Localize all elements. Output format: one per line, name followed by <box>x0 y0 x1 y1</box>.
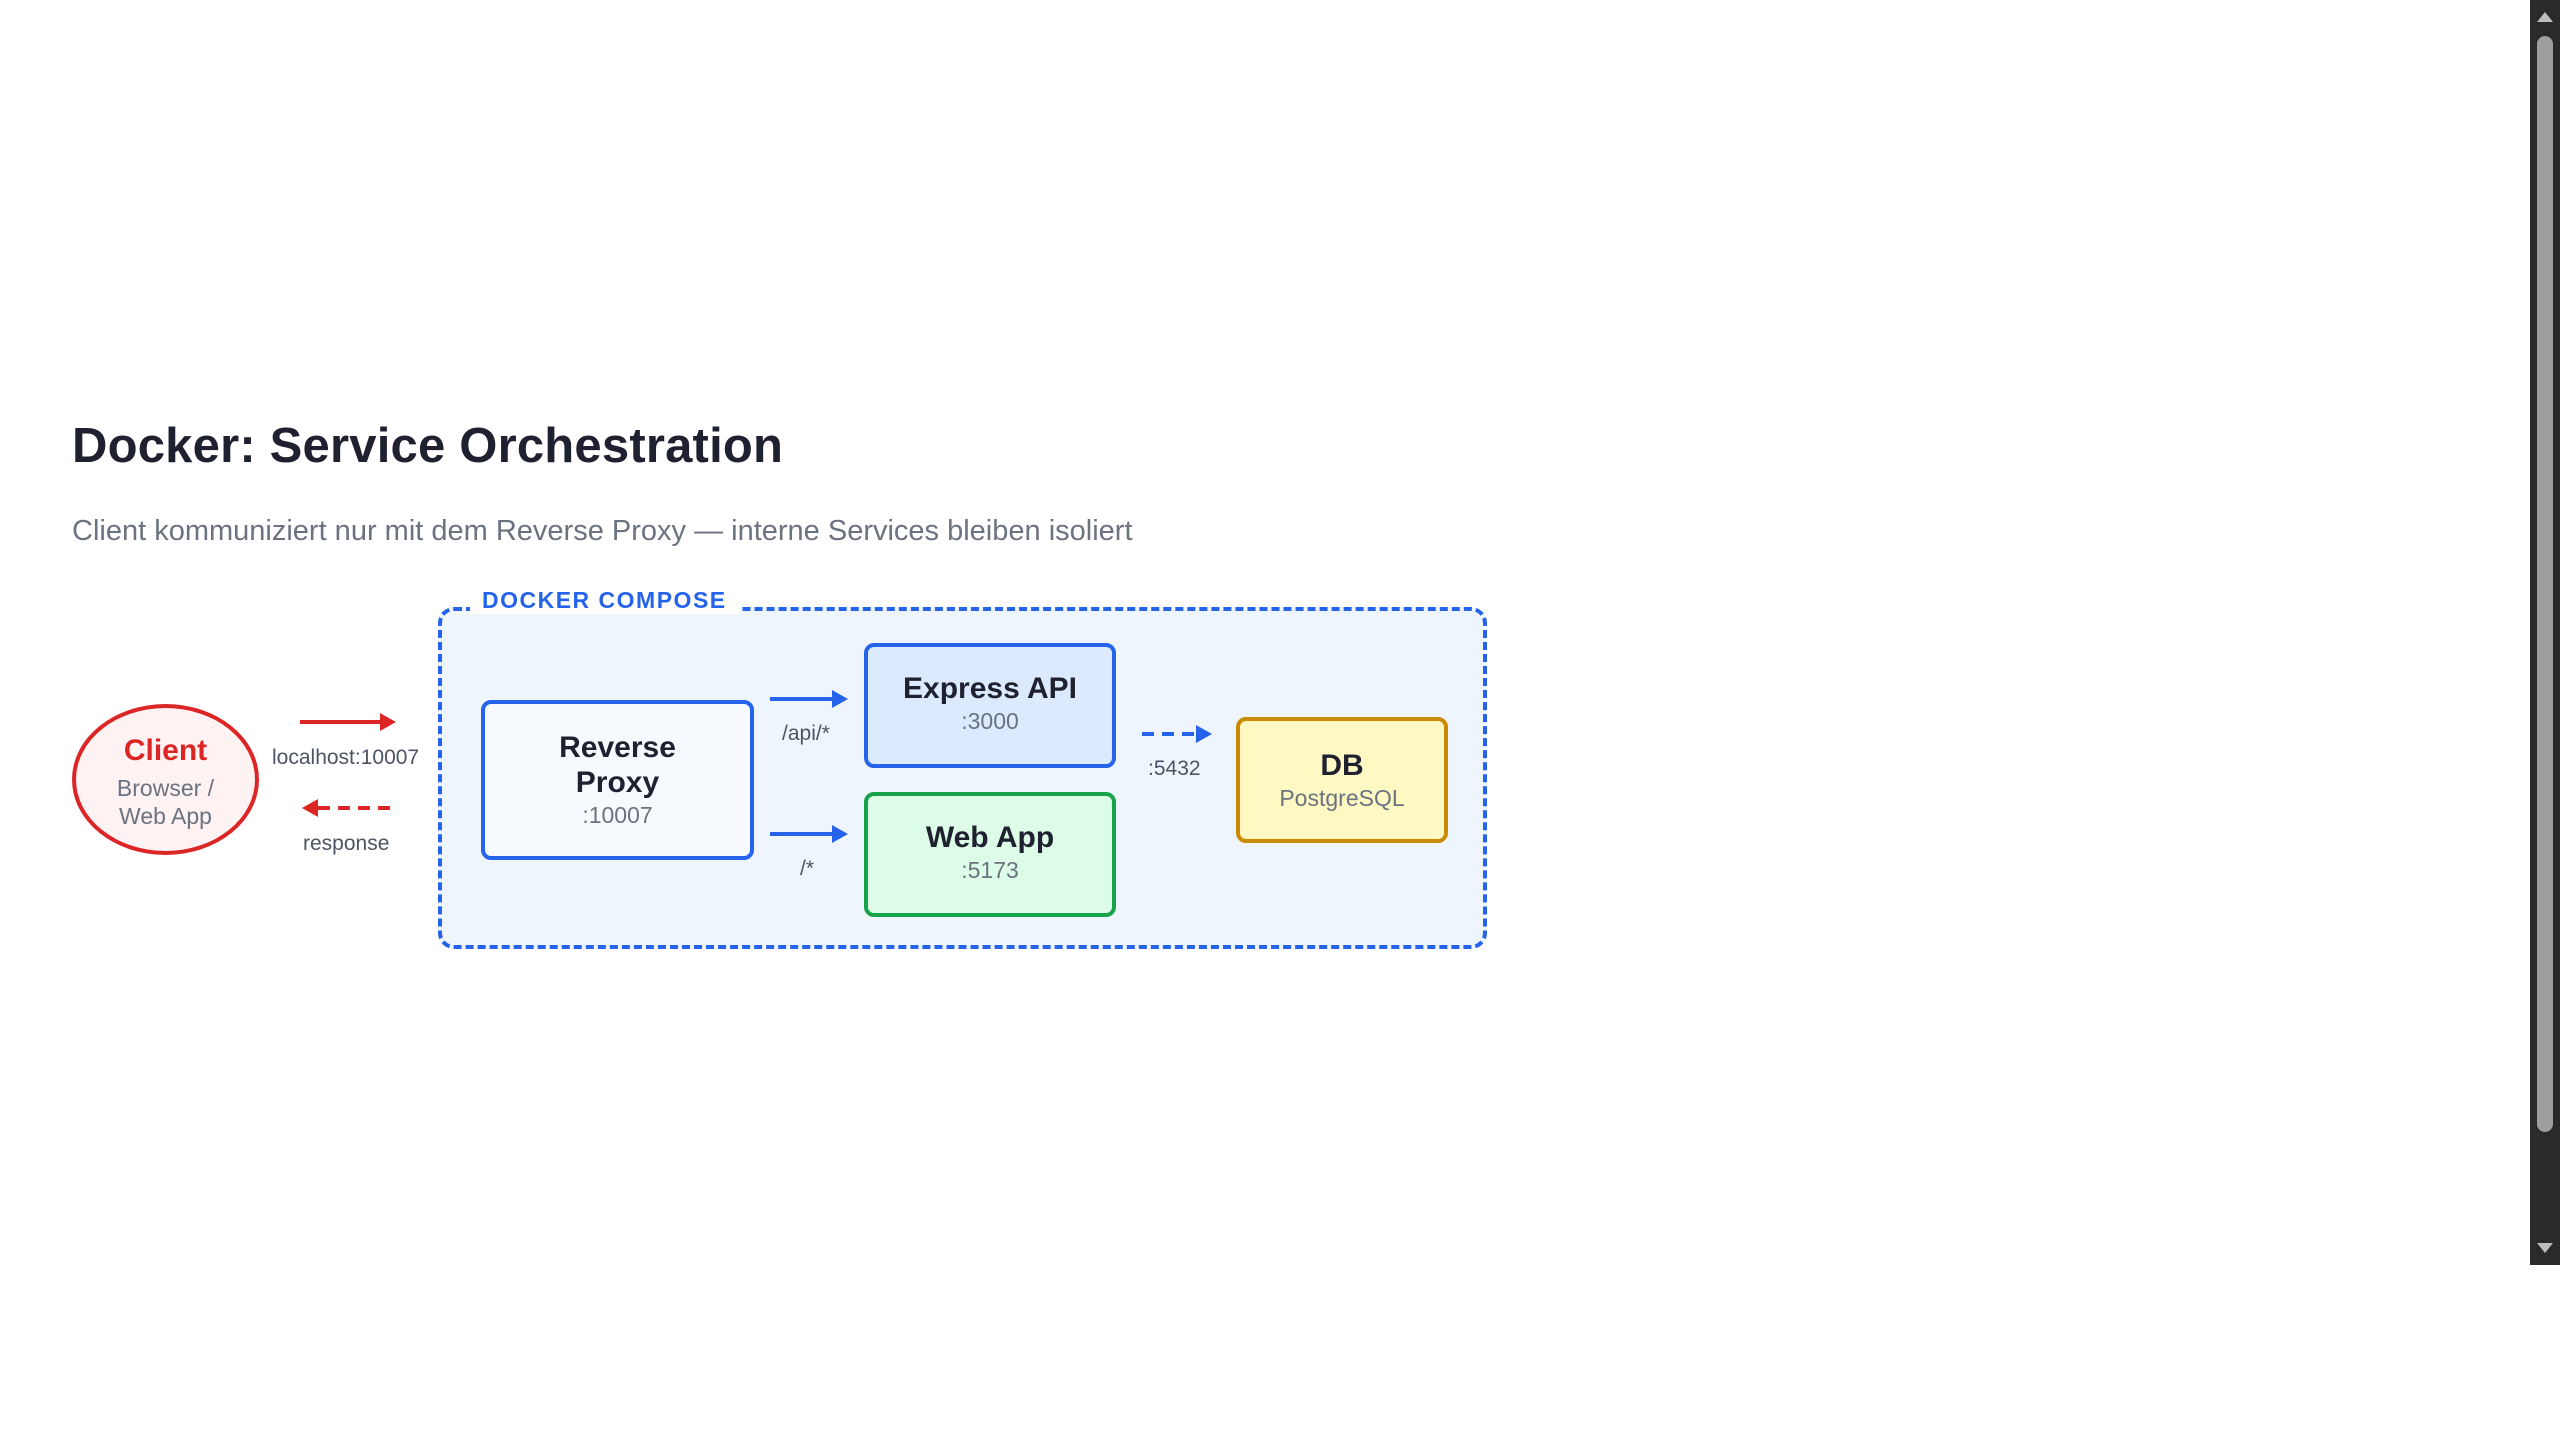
scrollbar-thumb[interactable] <box>2537 36 2553 1132</box>
web-app-node: Web App :5173 <box>864 792 1116 917</box>
page-title: Docker: Service Orchestration <box>72 419 784 473</box>
response-label: response <box>303 832 390 855</box>
web-route-label: /* <box>800 857 815 880</box>
reverse-proxy-title-line2: Proxy <box>575 766 660 799</box>
db-title: DB <box>1320 749 1364 782</box>
reverse-proxy-node: Reverse Proxy :10007 <box>481 700 754 860</box>
web-app-title: Web App <box>925 821 1055 854</box>
api-route-label: /api/* <box>782 722 830 745</box>
express-api-title: Express API <box>903 672 1077 705</box>
express-api-node: Express API :3000 <box>864 643 1116 768</box>
reverse-proxy-port: :10007 <box>582 802 653 828</box>
db-port-label: :5432 <box>1148 757 1201 780</box>
client-title: Client <box>123 734 208 767</box>
request-label: localhost:10007 <box>272 746 420 769</box>
request-arrow-head <box>380 713 396 731</box>
reverse-proxy-title-line1: Reverse <box>559 731 676 764</box>
page-subtitle: Client kommuniziert nur mit dem Reverse … <box>72 515 1133 547</box>
scroll-down-arrow-icon[interactable] <box>2537 1243 2553 1253</box>
db-node: DB PostgreSQL <box>1236 717 1448 843</box>
client-line2: Web App <box>119 803 212 829</box>
client-line1: Browser / <box>116 775 215 801</box>
client-node: Client Browser / Web App <box>72 704 259 855</box>
express-api-port: :3000 <box>961 708 1019 734</box>
response-arrow-head <box>302 799 318 817</box>
vertical-scrollbar[interactable] <box>2530 0 2560 1265</box>
web-app-port: :5173 <box>961 857 1019 883</box>
scroll-up-arrow-icon[interactable] <box>2537 12 2553 22</box>
docker-compose-label: DOCKER COMPOSE <box>470 587 739 614</box>
db-subtitle: PostgreSQL <box>1279 785 1405 811</box>
